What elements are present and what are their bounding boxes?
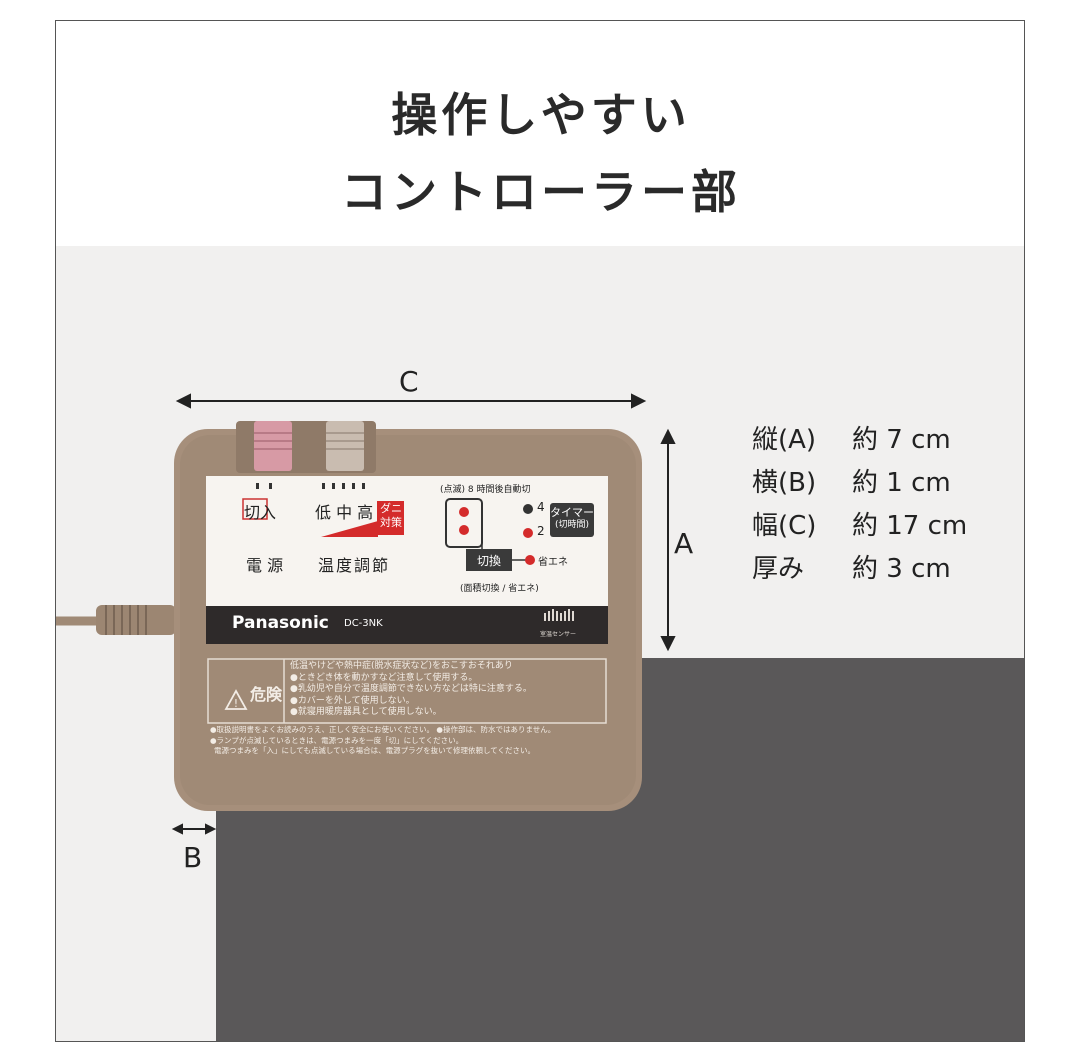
timer-button-line1: タイマー xyxy=(550,506,594,519)
spec-row: 横(B)約 1 cm xyxy=(752,468,951,498)
timer-4-lamp xyxy=(523,504,533,514)
temperature-levels: 低 中 高 xyxy=(315,503,374,522)
warning-text: 低温やけどや熱中症(脱水症状など)をおこすおそれあり ●ときどき体を動かすなど注… xyxy=(290,661,532,719)
mite-badge xyxy=(377,501,404,535)
dimension-label-b: B xyxy=(183,841,203,874)
warning-title: 危険 xyxy=(250,685,283,704)
timer-4-label: 4 xyxy=(537,500,545,514)
warning-line: ●就寝用暖房器具として使用しない。 xyxy=(290,707,442,717)
svg-text:!: ! xyxy=(234,697,238,710)
switch-button-label[interactable]: 切換 xyxy=(476,554,501,568)
area-switch-icon xyxy=(445,498,483,548)
title-line-2: コントローラー部 xyxy=(341,165,741,219)
warning-line: 低温やけどや熱中症(脱水症状など)をおこすおそれあり xyxy=(290,661,513,671)
timer-2-label: 2 xyxy=(537,524,545,538)
dimension-label-c: C xyxy=(399,365,419,398)
power-on-label: 入 xyxy=(260,503,277,522)
timer-button-line2: (切時間) xyxy=(554,520,590,530)
timer-button xyxy=(550,503,594,537)
eco-label: 省エネ xyxy=(538,557,568,568)
auto-off-note: (点滅) 8 時間後自動切 xyxy=(440,485,531,495)
warning-line: ●カバーを外して使用しない。 xyxy=(290,695,415,706)
note-line: 電源つまみを「入」にしても点滅している場合は、電源プラグを抜いて修理依頼してくだ… xyxy=(214,746,535,755)
spec-row: 厚み約 3 cm xyxy=(752,554,951,584)
cord-strain-relief xyxy=(96,605,176,635)
spec-row: 幅(C)約 17 cm xyxy=(752,511,968,541)
dimension-label-a: A xyxy=(674,527,694,560)
mite-badge-line2: 対策 xyxy=(380,516,402,529)
model-number: DC-3NK xyxy=(344,618,383,629)
mite-badge-line1: ダニ xyxy=(380,502,402,515)
power-off-label: 切 xyxy=(244,503,261,522)
sensor-label: 室温センサー xyxy=(540,631,577,638)
temperature-ramp xyxy=(321,521,378,537)
temperature-label: 温度調節 xyxy=(318,556,391,575)
brand-band xyxy=(206,606,608,644)
power-dial xyxy=(254,421,292,471)
title-line-1: 操作しやすい xyxy=(391,88,691,142)
spec-row: 縦(A)約 7 cm xyxy=(752,425,951,455)
switch-button xyxy=(466,549,512,571)
note-line: ●ランプが点滅しているときは、電源つまみを一度「切」にしてください。 xyxy=(210,735,464,745)
warning-icon xyxy=(224,689,248,710)
timer-2-lamp xyxy=(523,528,533,538)
power-label: 電 源 xyxy=(246,556,284,575)
controller-illustration: ! xyxy=(56,393,676,835)
timer-button-text[interactable]: タイマー (切時間) xyxy=(550,506,594,532)
brand-logo: Panasonic xyxy=(232,613,329,633)
warning-line: ●ときどき体を動かすなど注意して使用する。 xyxy=(290,672,478,683)
temperature-dial xyxy=(326,421,364,471)
dimension-specs: 縦(A)約 7 cm 横(B)約 1 cm 幅(C)約 17 cm 厚み約 3 … xyxy=(752,419,967,591)
warning-line: ●乳幼児や自分で温度調節できない方などは特に注意する。 xyxy=(290,684,532,694)
product-frame: 操作しやすい コントローラー部 xyxy=(55,20,1025,1042)
control-panel xyxy=(206,476,608,606)
warning-box xyxy=(207,658,607,724)
sensor-icon xyxy=(544,609,574,621)
note-line: ●取扱説明書をよくお読みのうえ、正しく安全にお使いください。 ●操作部は、防水で… xyxy=(210,725,556,734)
notes-text: ●取扱説明書をよくお読みのうえ、正しく安全にお使いください。 ●操作部は、防水で… xyxy=(210,725,555,757)
eco-lamp xyxy=(525,555,535,565)
switch-caption: (面積切換 / 省エネ) xyxy=(460,584,539,594)
